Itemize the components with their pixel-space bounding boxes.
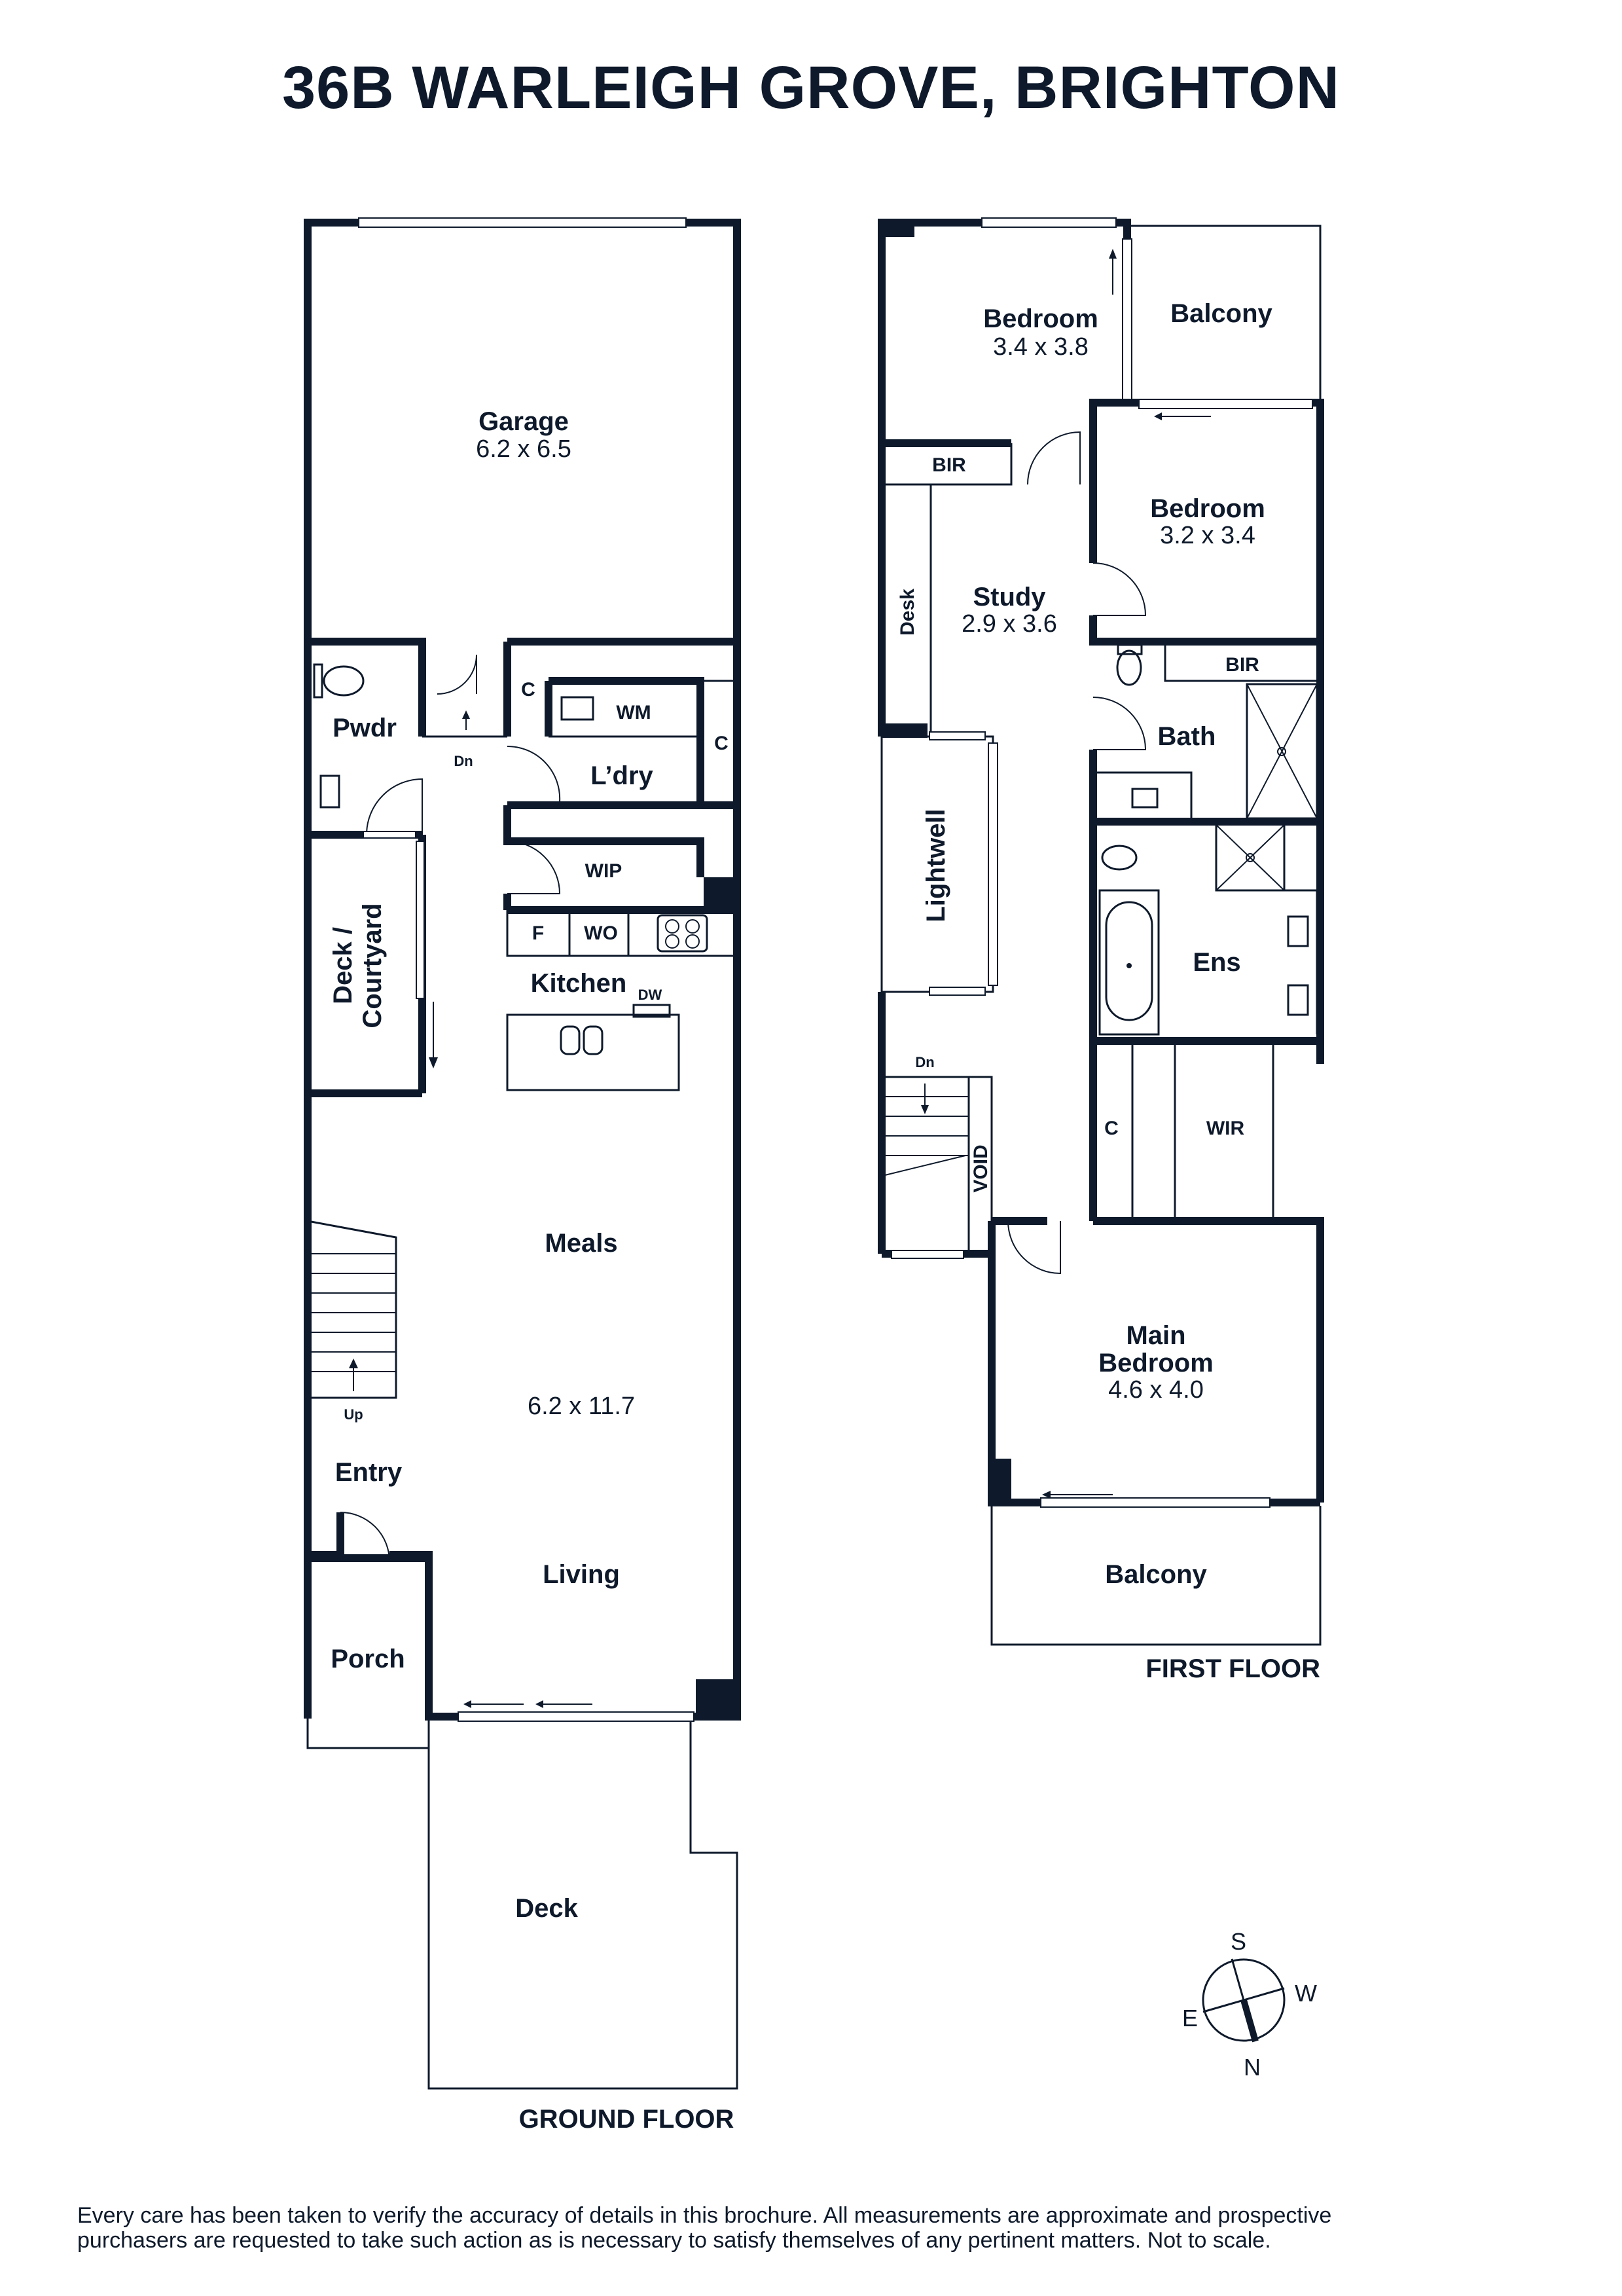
- compass-east-label: E: [1182, 2005, 1198, 2032]
- deck-courtyard-label: Deck /: [329, 927, 357, 1004]
- meals-label: Meals: [545, 1229, 617, 1258]
- bir-label: BIR: [1225, 654, 1259, 676]
- first-floor-label: FIRST FLOOR: [1145, 1654, 1320, 1683]
- first-floor-plan: [878, 217, 1324, 1646]
- main-bedroom-label: Main: [1126, 1321, 1185, 1350]
- balcony-label: Balcony: [1170, 299, 1272, 328]
- wm-label: WM: [616, 702, 651, 723]
- ground-floor-plan: [304, 217, 741, 2090]
- study-dimensions: 2.9 x 3.6: [962, 610, 1057, 638]
- dishwasher-label: DW: [638, 987, 662, 1003]
- disclaimer-text: Every care has been taken to verify the …: [77, 2203, 1331, 2228]
- stairs-up-label: Up: [344, 1406, 363, 1423]
- compass-north-label: N: [1244, 2054, 1261, 2081]
- void-label: VOID: [970, 1144, 992, 1192]
- bedroom-label: Bedroom: [983, 304, 1098, 333]
- kitchen-label: Kitchen: [531, 969, 627, 998]
- garage-label: Garage: [478, 407, 569, 436]
- deck-label: Deck: [515, 1894, 578, 1923]
- disclaimer-text: purchasers are requested to take such ac…: [77, 2228, 1271, 2253]
- cupboard-label: C: [714, 733, 729, 754]
- lightwell-label: Lightwell: [922, 809, 950, 922]
- wip-label: WIP: [585, 860, 622, 882]
- desk-label: Desk: [897, 589, 918, 636]
- deck-courtyard-label: Courtyard: [358, 903, 387, 1028]
- balcony-label: Balcony: [1105, 1560, 1207, 1589]
- bath-label: Bath: [1158, 722, 1216, 751]
- wall-oven-label: WO: [584, 922, 618, 944]
- property-title: 36B WARLEIGH GROVE, BRIGHTON: [282, 54, 1340, 121]
- ensuite-label: Ens: [1193, 948, 1240, 977]
- main-bedroom-dimensions: 4.6 x 4.0: [1108, 1376, 1204, 1404]
- laundry-label: L’dry: [590, 761, 653, 790]
- compass-icon: [1202, 1958, 1286, 2043]
- porch-label: Porch: [331, 1645, 405, 1673]
- living-label: Living: [543, 1560, 620, 1589]
- bedroom-dimensions: 3.4 x 3.8: [993, 333, 1089, 361]
- bedroom-dimensions: 3.2 x 3.4: [1160, 522, 1255, 549]
- garage-dimensions: 6.2 x 6.5: [476, 435, 571, 463]
- pwdr-label: Pwdr: [333, 714, 397, 742]
- main-bedroom-label: Bedroom: [1098, 1349, 1214, 1377]
- compass-south-label: S: [1231, 1928, 1246, 1955]
- bir-label: BIR: [932, 454, 966, 476]
- bedroom-label: Bedroom: [1150, 494, 1265, 523]
- fridge-label: F: [532, 922, 544, 944]
- living-dimensions: 6.2 x 11.7: [528, 1393, 635, 1420]
- compass-west-label: W: [1295, 1980, 1317, 2007]
- entry-label: Entry: [335, 1458, 403, 1487]
- stairs-down-label: Dn: [915, 1054, 934, 1070]
- cupboard-label: C: [521, 679, 535, 701]
- stairs-down-label: Dn: [454, 753, 473, 769]
- ground-floor-label: GROUND FLOOR: [519, 2105, 734, 2134]
- study-label: Study: [973, 583, 1046, 611]
- wir-label: WIR: [1206, 1118, 1245, 1139]
- cupboard-label: C: [1104, 1118, 1119, 1139]
